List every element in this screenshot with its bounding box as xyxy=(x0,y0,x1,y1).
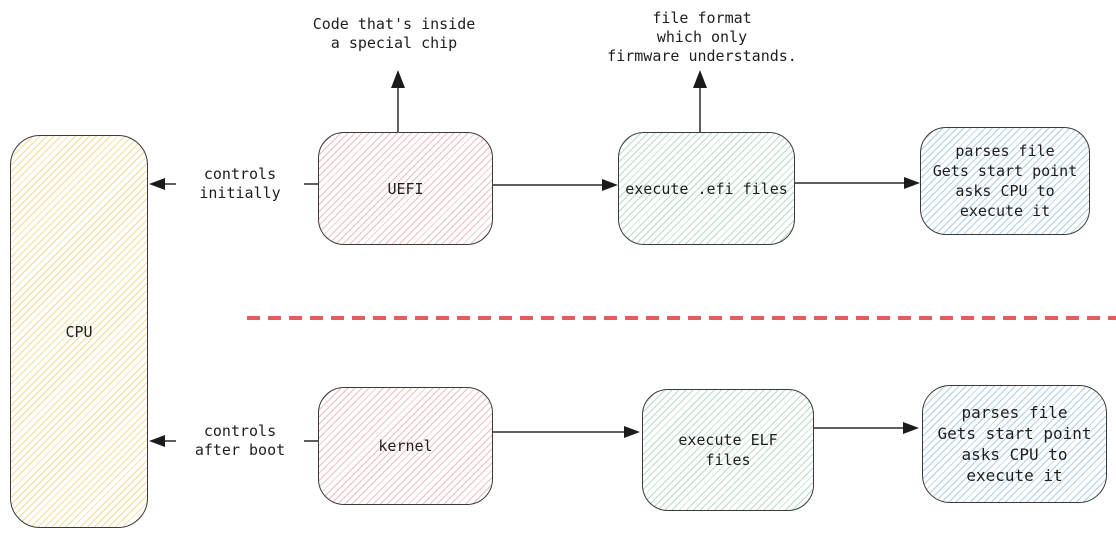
arrowhead-left-icon xyxy=(149,435,165,447)
arrowhead-right-icon xyxy=(602,179,618,191)
arrow-efi-to-note-line xyxy=(699,86,701,132)
node-parser-bottom-line: parses file xyxy=(961,403,1068,422)
node-cpu-label: CPU xyxy=(65,322,93,341)
annotation-uefi-note: Code that's inside a special chip xyxy=(312,15,476,52)
node-execute-efi-files-label: execute .efi files xyxy=(625,179,788,198)
node-execute-elf-files-line: files xyxy=(705,451,751,469)
node-parser-top: parses file Gets start point asks CPU to… xyxy=(920,127,1090,235)
node-execute-elf-files: execute ELF files xyxy=(642,389,814,511)
node-parser-top-line: Gets start point xyxy=(932,162,1078,180)
arrow-kernel-to-elf-line xyxy=(493,431,625,433)
node-parser-bottom: parses file Gets start point asks CPU to… xyxy=(922,385,1107,503)
node-execute-elf-files-line: execute ELF xyxy=(678,431,778,449)
node-parser-top-line: asks CPU to xyxy=(955,182,1055,200)
node-kernel: kernel xyxy=(318,387,493,505)
arrow-elf-to-parser-line xyxy=(814,427,904,429)
arrowhead-right-icon xyxy=(904,177,920,189)
arrowhead-left-icon xyxy=(149,178,165,190)
node-cpu: CPU xyxy=(10,135,148,528)
arrow-uefi-to-note-line xyxy=(397,86,399,133)
arrowhead-right-icon xyxy=(903,422,919,434)
node-parser-bottom-line: execute it xyxy=(966,466,1063,485)
edge-label-controls-initially: controls initially xyxy=(176,165,304,203)
arrowhead-right-icon xyxy=(624,426,640,438)
node-parser-bottom-line: asks CPU to xyxy=(961,445,1068,464)
arrow-efi-to-parser-line xyxy=(795,182,905,184)
arrowhead-up-icon xyxy=(693,70,707,88)
node-execute-efi-files: execute .efi files xyxy=(618,132,795,245)
section-divider-line xyxy=(247,316,1116,320)
arrowhead-up-icon xyxy=(391,70,405,88)
node-uefi: UEFI xyxy=(318,132,493,245)
edge-label-controls-after-boot: controls after boot xyxy=(176,422,304,460)
node-parser-top-line: execute it xyxy=(959,202,1051,220)
node-parser-top-line: parses file xyxy=(955,142,1055,160)
node-uefi-label: UEFI xyxy=(387,179,424,198)
annotation-efi-note: file format which only firmware understa… xyxy=(607,9,797,65)
node-parser-bottom-line: Gets start point xyxy=(937,424,1092,443)
arrow-uefi-to-efi-line xyxy=(493,184,603,186)
node-kernel-label: kernel xyxy=(378,437,433,455)
